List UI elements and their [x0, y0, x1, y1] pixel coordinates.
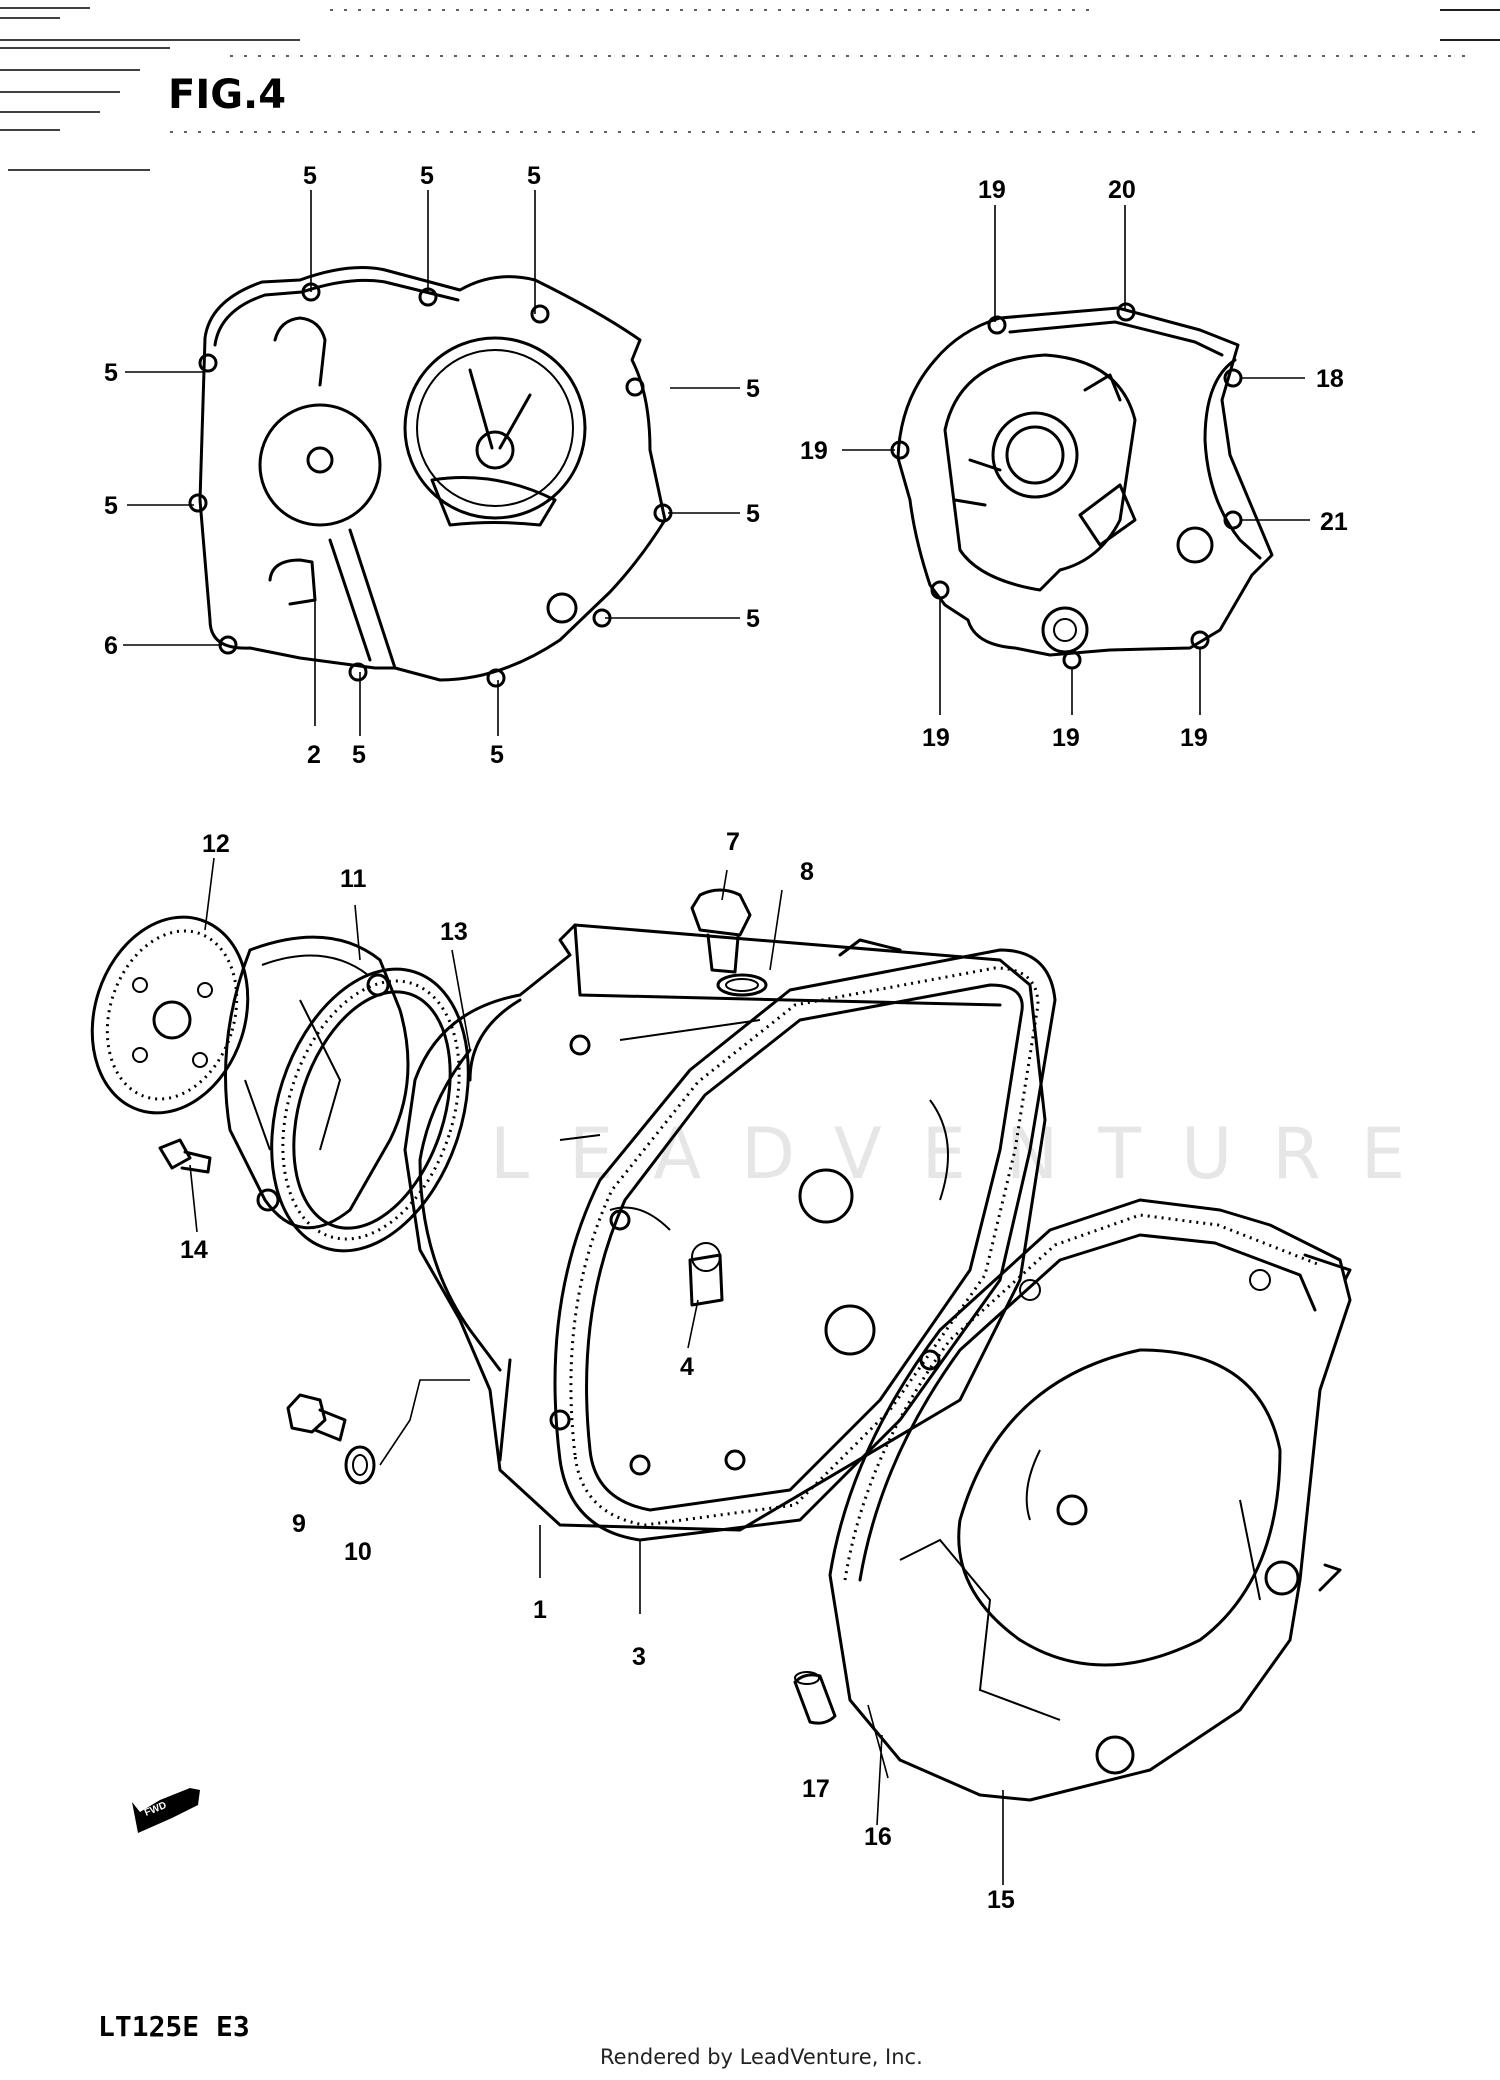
scan-noise — [0, 7, 1500, 171]
rotor-plate — [90, 915, 250, 1115]
callout-19: 19 — [1180, 724, 1208, 752]
callout-15: 15 — [987, 1886, 1015, 1914]
callout-13: 13 — [440, 918, 468, 946]
clutch-cover — [188, 266, 673, 688]
callout-18: 18 — [1316, 365, 1344, 393]
callout-17: 17 — [802, 1775, 830, 1803]
callout-12: 12 — [202, 830, 230, 858]
forward-arrow-icon: FWD — [132, 1788, 200, 1833]
cover-gasket — [270, 967, 470, 1253]
model-code: LT125E E3 — [98, 2010, 250, 2043]
o-ring — [716, 973, 768, 997]
callout-8: 8 — [800, 858, 814, 886]
small-cover — [224, 935, 410, 1230]
callout-19: 19 — [1052, 724, 1080, 752]
callout-5: 5 — [420, 162, 434, 190]
callout-5: 5 — [352, 741, 366, 769]
figure-title: FIG.4 — [168, 72, 286, 118]
callout-1: 1 — [533, 1596, 547, 1624]
watermark: LEADVENTURE — [490, 1113, 1445, 1195]
callout-21: 21 — [1320, 508, 1348, 536]
callout-20: 20 — [1108, 176, 1136, 204]
dowel-pin — [793, 1671, 837, 1725]
callout-5: 5 — [490, 741, 504, 769]
callout-19: 19 — [800, 437, 828, 465]
callout-3: 3 — [632, 1643, 646, 1671]
right-crankcase — [828, 1198, 1352, 1802]
clutch-cover-leaders — [123, 190, 740, 736]
callout-9: 9 — [292, 1510, 306, 1538]
callout-16: 16 — [864, 1823, 892, 1851]
callout-5: 5 — [746, 375, 760, 403]
callout-19: 19 — [922, 724, 950, 752]
gasket-washer — [344, 1445, 376, 1485]
drain-leader — [379, 1379, 470, 1466]
magneto-cover-leaders — [842, 205, 1310, 715]
magneto-cover — [890, 302, 1274, 670]
callout-5: 5 — [527, 162, 541, 190]
callout-11: 11 — [340, 865, 367, 893]
drain-plug — [286, 1393, 347, 1442]
bolt — [158, 1138, 212, 1174]
callout-10: 10 — [344, 1538, 372, 1566]
credit-line: Rendered by LeadVenture, Inc. — [600, 2045, 923, 2069]
callout-7: 7 — [726, 828, 740, 856]
crankcase-gasket — [553, 948, 1057, 1542]
crankcase — [403, 923, 1047, 1532]
callout-5: 5 — [746, 500, 760, 528]
callout-2: 2 — [307, 741, 321, 769]
callout-6: 6 — [104, 632, 118, 660]
callout-14: 14 — [180, 1236, 208, 1264]
oil-filler-cap — [690, 888, 752, 974]
callout-19: 19 — [978, 176, 1006, 204]
callout-5: 5 — [303, 162, 317, 190]
callout-4: 4 — [680, 1353, 694, 1381]
callout-5: 5 — [104, 359, 118, 387]
callout-5: 5 — [746, 605, 760, 633]
assembly-leaders — [189, 857, 1004, 1885]
callout-5: 5 — [104, 492, 118, 520]
